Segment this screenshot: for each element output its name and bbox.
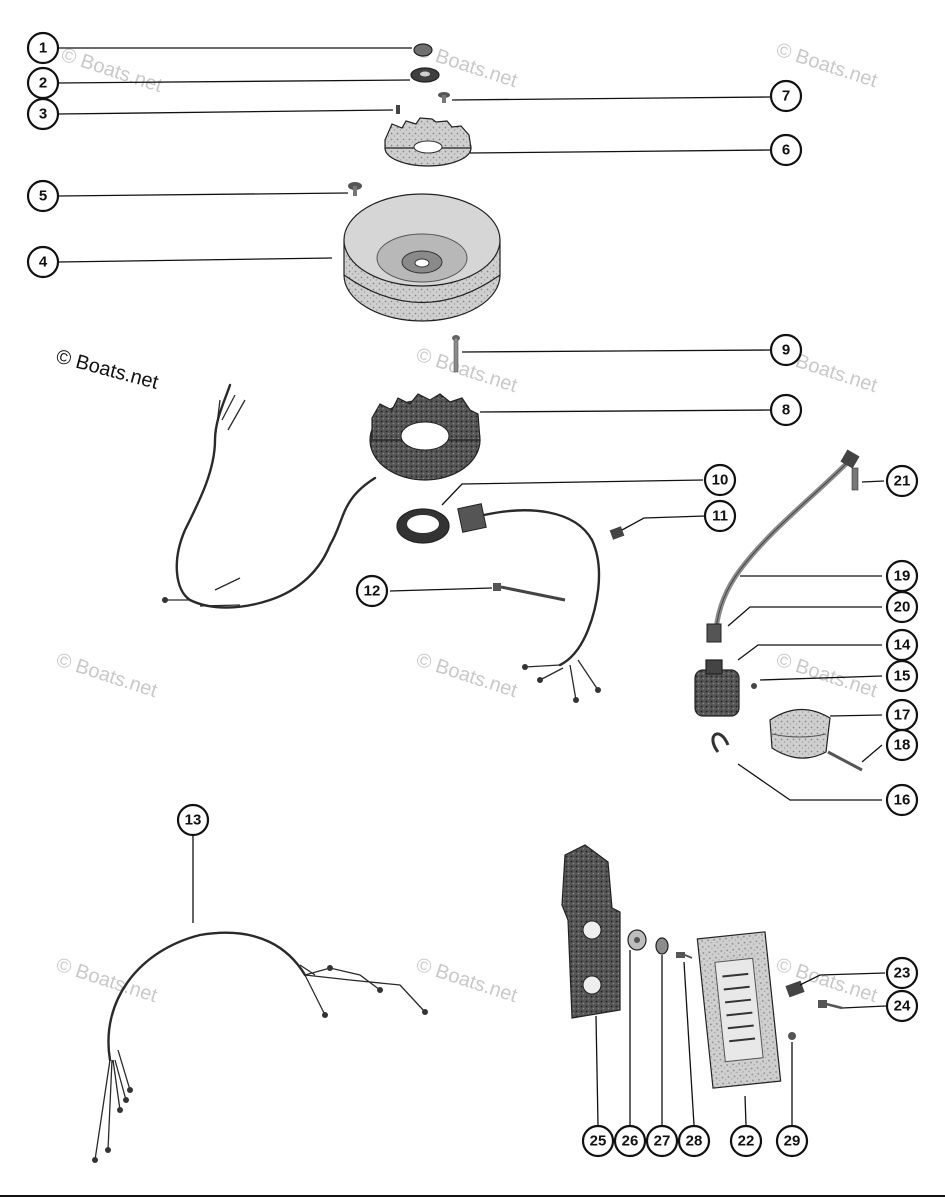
- svg-text:22: 22: [738, 1133, 755, 1150]
- clip-part: [785, 980, 805, 998]
- callout-6: 6: [769, 133, 803, 167]
- wiring-harness: [92, 931, 428, 1163]
- trigger-harness: [482, 509, 601, 703]
- callout-14: 14: [885, 628, 919, 662]
- svg-text:2: 2: [39, 75, 47, 92]
- nut-part: [788, 1032, 796, 1040]
- coil-cover-part: [769, 708, 831, 759]
- washer-part: [655, 937, 669, 955]
- callout-12: 12: [355, 574, 389, 608]
- copyright-label: © Boats.net: [54, 346, 161, 394]
- svg-text:26: 26: [622, 1133, 639, 1150]
- callout-28: 28: [677, 1124, 711, 1158]
- svg-text:24: 24: [894, 998, 911, 1015]
- svg-text:27: 27: [654, 1133, 671, 1150]
- starter-cup-part: [384, 117, 472, 167]
- callout-3: 3: [26, 97, 60, 131]
- screw-part: [438, 92, 450, 103]
- ground-wire-part: [711, 732, 730, 753]
- svg-text:14: 14: [894, 637, 911, 654]
- trigger-part: [396, 503, 487, 544]
- svg-text:29: 29: [784, 1133, 801, 1150]
- watermark: © Boats.net: [413, 954, 520, 1007]
- nut-part: [413, 43, 433, 57]
- bracket-part: [561, 844, 621, 1019]
- screw-part: [818, 1000, 843, 1010]
- callout-19: 19: [885, 559, 919, 593]
- svg-text:7: 7: [782, 88, 790, 105]
- callout-29: 29: [775, 1124, 809, 1158]
- flywheel-part: [343, 193, 501, 322]
- svg-text:5: 5: [39, 188, 47, 205]
- screw-part: [348, 182, 362, 196]
- svg-text:19: 19: [894, 568, 911, 585]
- svg-text:20: 20: [894, 599, 911, 616]
- svg-text:25: 25: [590, 1133, 607, 1150]
- svg-text:23: 23: [894, 965, 911, 982]
- svg-text:8: 8: [782, 402, 790, 419]
- watermark: © Boats.net: [53, 954, 160, 1007]
- callout-17: 17: [885, 698, 919, 732]
- callout-26: 26: [613, 1124, 647, 1158]
- callout-13: 13: [176, 803, 210, 837]
- screw-part: [676, 952, 693, 959]
- watermark: © Boats.net: [53, 649, 160, 702]
- svg-text:4: 4: [39, 254, 48, 271]
- callout-2: 2: [26, 66, 60, 100]
- svg-text:21: 21: [894, 473, 911, 490]
- washer-part: [410, 67, 440, 83]
- svg-text:11: 11: [712, 508, 728, 525]
- watermark: © Boats.net: [58, 44, 165, 97]
- svg-text:17: 17: [894, 707, 911, 724]
- nut-part: [751, 683, 757, 689]
- callout-18: 18: [885, 728, 919, 762]
- bolt-part: [827, 750, 863, 772]
- callout-20: 20: [885, 590, 919, 624]
- key-part: [396, 105, 400, 114]
- callout-21: 21: [885, 464, 919, 498]
- ignition-coil-part: [694, 659, 740, 717]
- spark-plug-lead: [713, 449, 860, 631]
- bolt-part: [452, 335, 460, 373]
- leader-lines: [57, 47, 887, 1126]
- callout-15: 15: [885, 659, 919, 693]
- callout-4: 4: [26, 245, 60, 279]
- stator-part: [369, 393, 481, 481]
- callout-7: 7: [769, 79, 803, 113]
- callout-23: 23: [885, 956, 919, 990]
- svg-text:3: 3: [39, 106, 47, 123]
- svg-text:16: 16: [894, 792, 911, 809]
- svg-text:13: 13: [185, 812, 202, 829]
- clamp-part: [609, 526, 625, 540]
- svg-text:10: 10: [712, 472, 729, 489]
- callout-24: 24: [885, 989, 919, 1023]
- callout-5: 5: [26, 179, 60, 213]
- svg-text:12: 12: [364, 583, 381, 600]
- terminal-block-part: [696, 931, 782, 1089]
- callout-22: 22: [729, 1124, 763, 1158]
- callout-16: 16: [885, 783, 919, 817]
- watermark: © Boats.net: [773, 954, 880, 1007]
- watermark: © Boats.net: [773, 649, 880, 702]
- callout-1: 1: [26, 31, 60, 65]
- svg-text:6: 6: [782, 142, 790, 159]
- callout-8: 8: [769, 393, 803, 427]
- bolt-part: [493, 583, 566, 602]
- svg-text:1: 1: [39, 40, 47, 57]
- spark-plug-terminal: [706, 623, 722, 643]
- spark-plug-part: [851, 467, 859, 491]
- stator-harness: [162, 383, 377, 609]
- grommet-part: [627, 929, 647, 951]
- svg-text:28: 28: [686, 1133, 703, 1150]
- svg-text:9: 9: [782, 342, 790, 359]
- callout-11: 11: [703, 499, 737, 533]
- svg-text:15: 15: [894, 668, 911, 685]
- watermark: © Boats.net: [413, 649, 520, 702]
- svg-text:18: 18: [894, 737, 911, 754]
- callout-9: 9: [769, 333, 803, 367]
- callout-10: 10: [703, 463, 737, 497]
- callout-27: 27: [645, 1124, 679, 1158]
- callout-25: 25: [581, 1124, 615, 1158]
